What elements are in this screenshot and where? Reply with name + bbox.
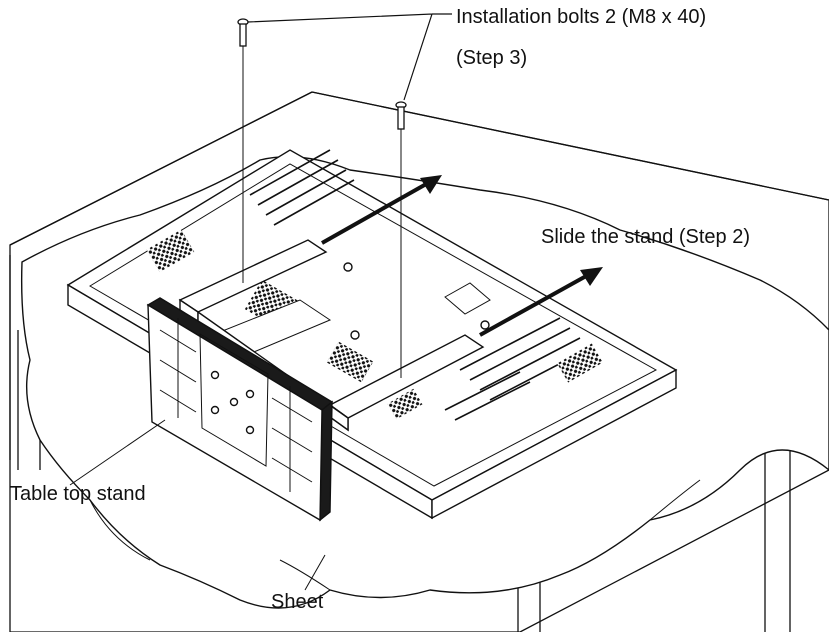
bolts-label: Installation bolts 2 (M8 x 40) bbox=[456, 6, 707, 28]
screw-hole bbox=[350, 330, 360, 340]
table-leg bbox=[764, 420, 791, 632]
screw-hole bbox=[343, 262, 353, 272]
stand-label: Table top stand bbox=[10, 483, 146, 505]
slide-arrow-icon bbox=[479, 267, 603, 337]
vent-grille bbox=[326, 341, 374, 383]
stand-plate bbox=[147, 303, 323, 522]
screw-hole bbox=[480, 320, 490, 330]
bolts-leader-line bbox=[247, 13, 452, 101]
stand-hole bbox=[210, 370, 220, 380]
vent-grille bbox=[146, 229, 195, 273]
stand-ribs bbox=[159, 318, 313, 492]
table-top-stand bbox=[146, 297, 334, 522]
stand-hole bbox=[210, 405, 220, 415]
sheet-fold bbox=[89, 479, 701, 591]
bolt-shank bbox=[239, 23, 247, 47]
panel-label-plate bbox=[444, 282, 491, 315]
stand-plate-center bbox=[199, 333, 269, 467]
table-edge bbox=[9, 91, 313, 246]
stand-hole bbox=[245, 389, 255, 399]
vent-grille bbox=[557, 343, 603, 383]
vent-grille bbox=[387, 388, 423, 420]
panel-side-right bbox=[431, 368, 677, 520]
bolt-shank bbox=[397, 106, 405, 130]
sheet-leader-line bbox=[304, 554, 326, 591]
stand-leader-line bbox=[69, 419, 166, 486]
slide-arrow-icon bbox=[321, 175, 442, 245]
stand-hole bbox=[229, 397, 239, 407]
bolt-icon bbox=[237, 18, 249, 283]
bolt-icon bbox=[395, 101, 407, 378]
sheet-label: Sheet bbox=[271, 591, 324, 613]
vent-slots bbox=[249, 149, 591, 421]
slide-label: Slide the stand (Step 2) bbox=[541, 226, 751, 248]
bolts-step-label: (Step 3) bbox=[456, 47, 528, 69]
stand-hole bbox=[245, 425, 255, 435]
